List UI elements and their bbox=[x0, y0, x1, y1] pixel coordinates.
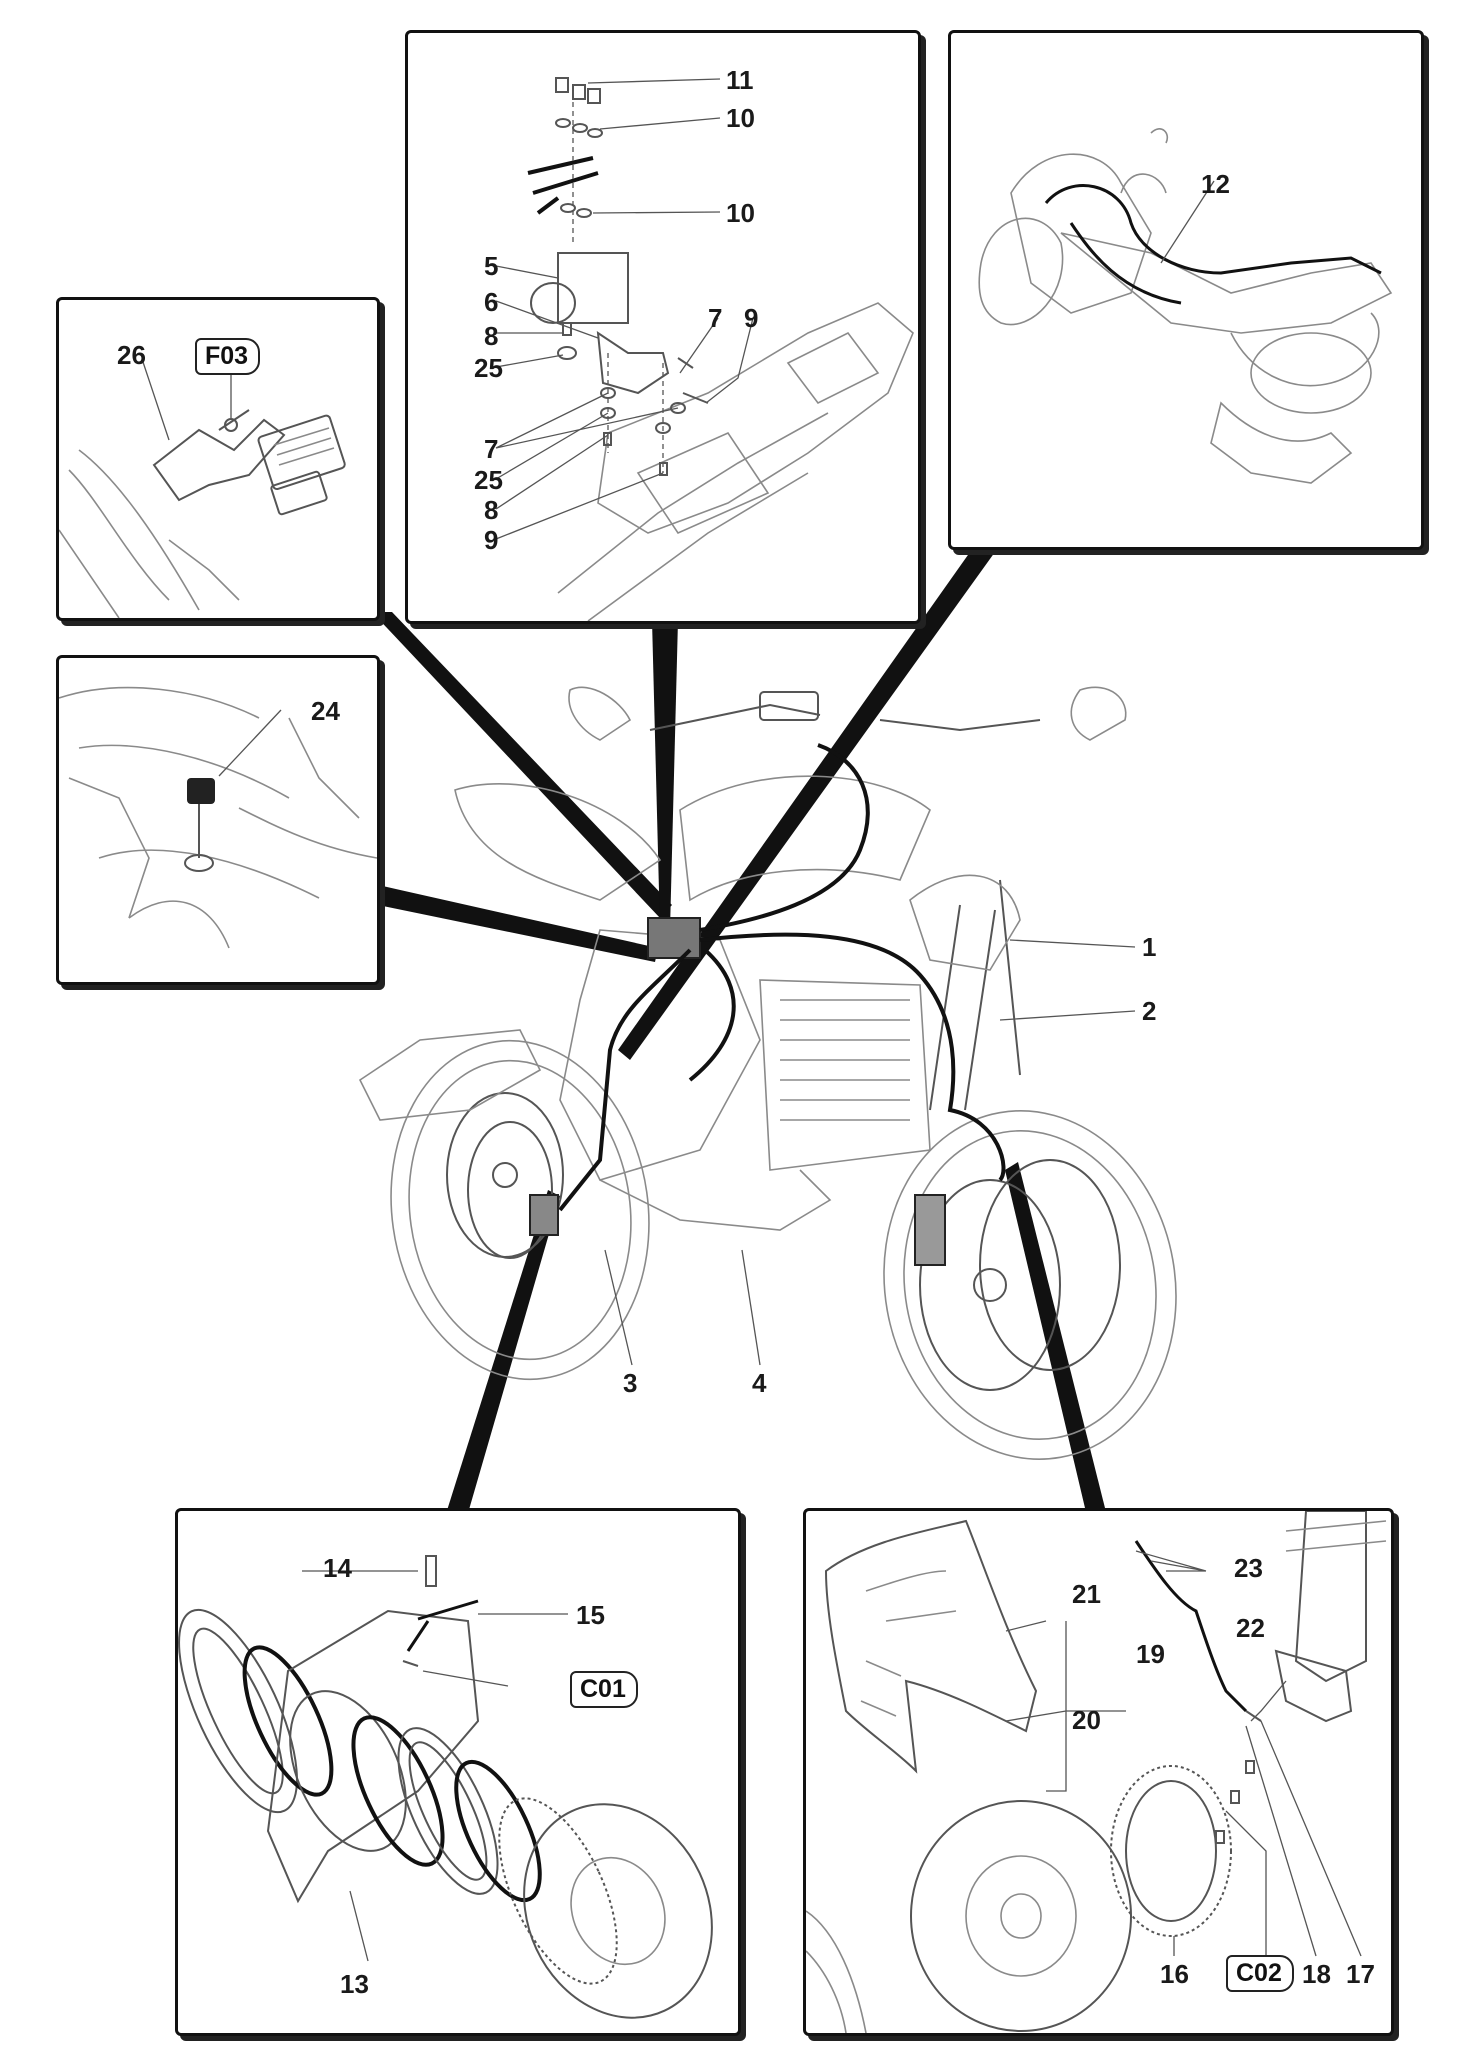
callout-label: 13 bbox=[340, 1969, 369, 1999]
inset-mid-left-drawing bbox=[59, 686, 377, 949]
callout-label: 6 bbox=[484, 287, 499, 317]
inset-mid-left: 24 bbox=[56, 655, 380, 985]
connector-top-right bbox=[618, 545, 1000, 1060]
part-code-badge: C01 bbox=[570, 1671, 638, 1708]
callout-label: 1 bbox=[1142, 932, 1157, 962]
inset-top-left-drawing bbox=[59, 361, 346, 618]
callout-label: 7 bbox=[708, 303, 723, 333]
connector-bottom-right bbox=[1005, 1162, 1105, 1508]
inset-bottom-right: 23 21 22 19 20 16 C02 18 17 bbox=[803, 1508, 1394, 2036]
callout-label: 2 bbox=[1142, 996, 1157, 1026]
callout-label: 21 bbox=[1072, 1579, 1101, 1609]
callout-label: 10 bbox=[726, 198, 755, 228]
inset-top-right-drawing bbox=[978, 128, 1393, 484]
callout-label: 19 bbox=[1136, 1639, 1165, 1669]
callout-label: 18 bbox=[1302, 1959, 1331, 1989]
callout-label: 9 bbox=[484, 525, 499, 555]
callout-label: 5 bbox=[484, 251, 499, 281]
callout-label: 24 bbox=[311, 696, 340, 726]
callout-label: 10 bbox=[726, 103, 755, 133]
connector-top-left bbox=[372, 612, 672, 918]
callout-label: 3 bbox=[623, 1368, 638, 1398]
callout-label: 25 bbox=[474, 465, 503, 495]
inset-bottom-left: 14 15 C01 13 bbox=[175, 1508, 741, 2036]
callout-label: 16 bbox=[1160, 1959, 1189, 1989]
callout-label: 9 bbox=[744, 303, 759, 333]
callout-label: 12 bbox=[1201, 169, 1230, 199]
callout-label: 8 bbox=[484, 495, 499, 525]
connector-mid-left bbox=[378, 885, 658, 962]
callout-label: 22 bbox=[1236, 1613, 1265, 1643]
callout-label: 7 bbox=[484, 434, 499, 464]
inset-bottom-right-drawing bbox=[806, 1511, 1387, 2033]
callout-label: 8 bbox=[484, 321, 499, 351]
inset-top-center: 11 10 10 5 6 8 7 9 25 7 25 8 9 bbox=[405, 30, 921, 624]
callout-label: 23 bbox=[1234, 1553, 1263, 1583]
callout-label: 20 bbox=[1072, 1705, 1101, 1735]
inset-top-right: 12 bbox=[948, 30, 1424, 550]
callout-label: 4 bbox=[752, 1368, 767, 1398]
callout-label: 11 bbox=[726, 65, 754, 95]
callout-label: 15 bbox=[576, 1600, 605, 1630]
callout-label: 14 bbox=[323, 1553, 352, 1583]
part-code-badge: F03 bbox=[195, 338, 261, 375]
callout-label: 26 bbox=[117, 340, 146, 370]
callout-label: 17 bbox=[1346, 1959, 1375, 1989]
inset-top-left: 26 F03 bbox=[56, 297, 380, 621]
inset-bottom-left-drawing bbox=[178, 1555, 713, 2019]
connector-top-center bbox=[652, 620, 678, 930]
part-code-badge: C02 bbox=[1226, 1955, 1294, 1992]
inset-top-center-drawing bbox=[495, 77, 914, 621]
callout-label: 25 bbox=[474, 353, 503, 383]
